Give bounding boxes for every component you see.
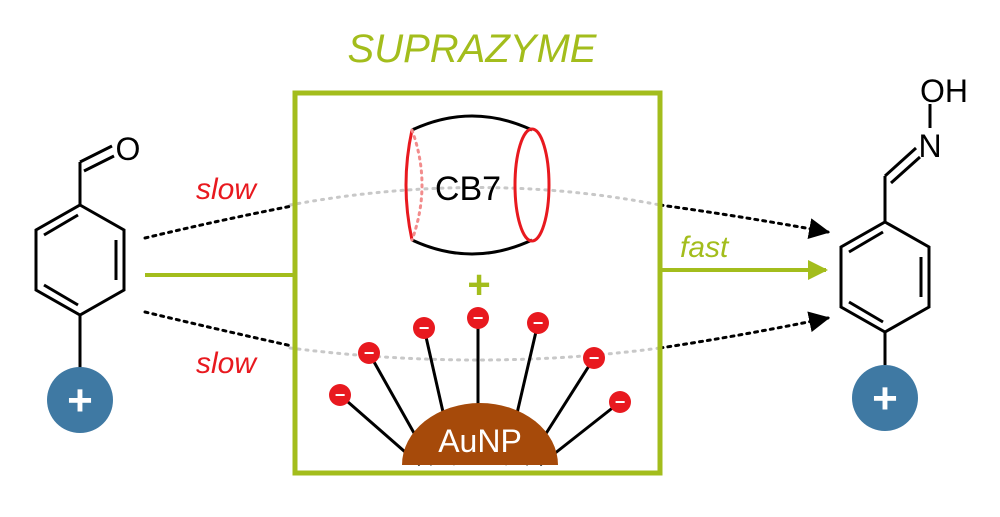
ligand-charge-ball: − xyxy=(583,347,605,369)
svg-text:−: − xyxy=(364,343,375,363)
reactant-oxygen: O xyxy=(116,131,141,167)
slow-label-bottom: slow xyxy=(196,347,258,380)
slow-arrow-bottom-right xyxy=(658,311,831,350)
product-charge: + xyxy=(872,374,898,423)
product-nitrogen: N xyxy=(918,128,941,164)
aunp-nanoparticle: AuNP xyxy=(339,318,621,467)
ligand-charge-ball: − xyxy=(329,384,351,406)
ligand-charge-ball: − xyxy=(609,391,631,413)
svg-text:−: − xyxy=(589,348,600,368)
product-molecule: N OH + xyxy=(839,73,968,431)
svg-text:−: − xyxy=(419,318,430,338)
svg-text:−: − xyxy=(533,313,544,333)
slow-path-top-grey xyxy=(288,186,662,207)
slow-arrow-bottom-left xyxy=(143,310,294,348)
cb7-label: CB7 xyxy=(435,170,501,208)
aunp-label: AuNP xyxy=(438,423,522,459)
slow-path-bottom-grey xyxy=(288,346,662,362)
diagram-title: SUPRAZYME xyxy=(348,27,598,71)
slow-arrow-top-left xyxy=(143,204,294,240)
fast-label: fast xyxy=(680,231,730,264)
product-charge-circle xyxy=(852,365,918,431)
slow-arrow-top-right xyxy=(658,203,831,239)
svg-text:−: − xyxy=(335,385,346,405)
ligand-charge-ball: − xyxy=(467,307,489,329)
ligand-charge-ball: − xyxy=(413,317,435,339)
suprazyme-box xyxy=(292,90,663,476)
ligand-charge-ball: − xyxy=(358,342,380,364)
reactant-charge: + xyxy=(67,376,93,425)
reactant-charge-circle xyxy=(47,367,113,433)
cb7-host: CB7 xyxy=(404,114,551,256)
reactant-molecule: O + xyxy=(34,131,141,433)
svg-text:−: − xyxy=(615,392,626,412)
center-plus: + xyxy=(467,263,490,307)
svg-text:−: − xyxy=(473,308,484,328)
slow-label-top: slow xyxy=(196,173,258,206)
ligand-charges: − − − − − − − xyxy=(329,307,631,413)
ligand-charge-ball: − xyxy=(527,312,549,334)
product-hydroxyl: OH xyxy=(920,73,968,109)
